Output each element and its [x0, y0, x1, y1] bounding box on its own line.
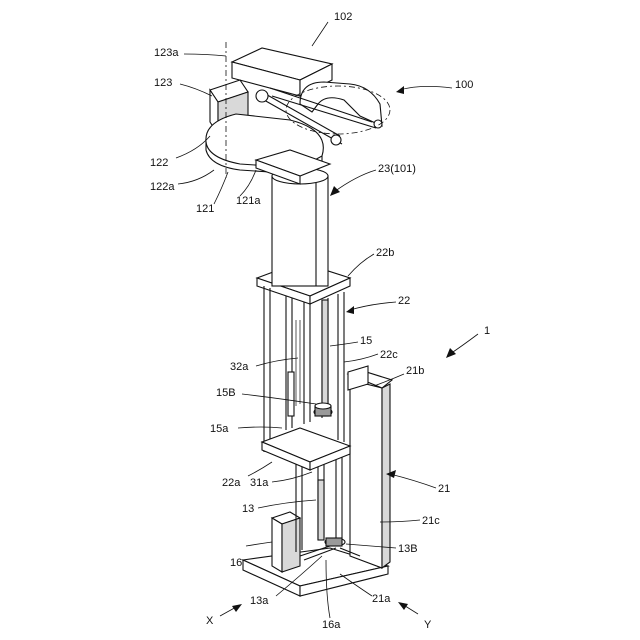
- label-X: X: [206, 615, 214, 627]
- label-13B: 13B: [398, 543, 418, 555]
- label-23-101: 23(101): [378, 163, 416, 175]
- middle-frame-22: [257, 262, 350, 470]
- label-100: 100: [455, 79, 473, 91]
- label-13: 13: [242, 503, 254, 515]
- label-16a: 16a: [322, 619, 341, 631]
- label-122a: 122a: [150, 181, 175, 193]
- label-16: 16: [230, 557, 242, 569]
- label-21: 21: [438, 483, 450, 495]
- label-21c: 21c: [422, 515, 440, 527]
- label-Y: Y: [424, 619, 432, 631]
- label-123: 123: [154, 77, 172, 89]
- housing-21: [348, 366, 392, 568]
- label-21a: 21a: [372, 593, 391, 605]
- label-31a: 31a: [250, 477, 269, 489]
- column-23: [272, 168, 328, 286]
- label-22a: 22a: [222, 477, 241, 489]
- label-121a: 121a: [236, 195, 261, 207]
- label-122: 122: [150, 157, 168, 169]
- label-13a: 13a: [250, 595, 269, 607]
- label-22: 22: [398, 295, 410, 307]
- label-32a: 32a: [230, 361, 249, 373]
- label-1: 1: [484, 325, 490, 337]
- label-22b: 22b: [376, 247, 394, 259]
- label-15: 15: [360, 335, 372, 347]
- label-102: 102: [334, 11, 352, 23]
- label-123a: 123a: [154, 47, 179, 59]
- scara-robot: [206, 42, 390, 184]
- label-21b: 21b: [406, 365, 424, 377]
- label-15B: 15B: [216, 387, 236, 399]
- label-15a: 15a: [210, 423, 229, 435]
- label-121: 121: [196, 203, 214, 215]
- label-22c: 22c: [380, 349, 398, 361]
